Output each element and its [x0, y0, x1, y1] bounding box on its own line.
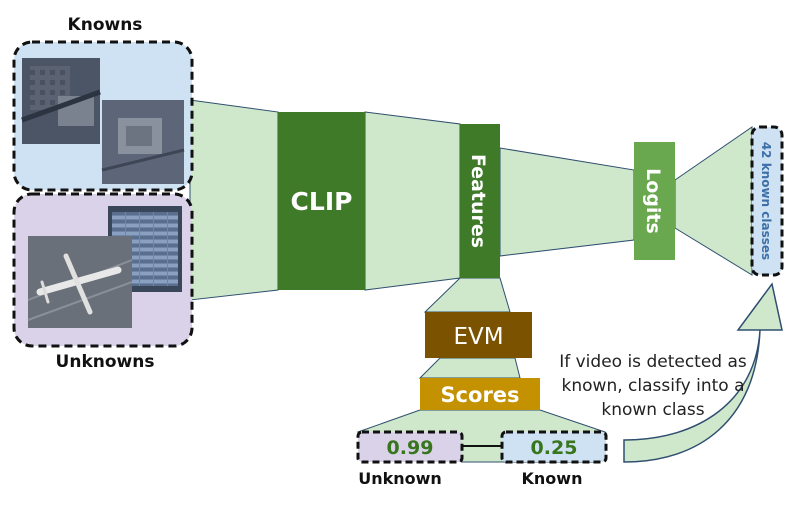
logits-block [634, 142, 675, 260]
funnel-input-to-clip [189, 99, 279, 301]
clip-block [278, 112, 365, 290]
unknown-score-label: Unknown [358, 469, 442, 488]
unknown-score-box [356, 430, 464, 464]
classes-box [750, 125, 784, 277]
funnel-features-to-evm [423, 277, 511, 313]
unknown-score-value: 0.99 [387, 437, 434, 459]
known-score-label: Known [522, 469, 583, 488]
features-block [460, 124, 500, 278]
knowns-label: Knowns [68, 15, 143, 35]
unknown-aerial-image-airplane [27, 236, 133, 328]
funnel-features-to-logits [499, 147, 635, 257]
known-score-value: 0.25 [531, 437, 578, 459]
classes-label: 42 known classes [759, 142, 773, 260]
scores-label: Scores [440, 383, 519, 407]
known-score-box [500, 430, 608, 464]
note-line-1: If video is detected as [559, 352, 747, 372]
note-line-2: known, classify into a [562, 376, 745, 396]
note-line-3: known class [601, 400, 704, 420]
funnel-evm-to-scores [418, 357, 521, 379]
classify-arrow [623, 282, 783, 463]
evm-block [425, 312, 532, 358]
evm-label: EVM [453, 324, 503, 350]
features-label: Features [467, 154, 489, 248]
clip-label: CLIP [291, 187, 353, 216]
known-aerial-image-2 [101, 100, 185, 184]
scores-block [420, 378, 540, 410]
funnel-logits-to-classes [674, 126, 753, 276]
funnel-clip-to-features [364, 111, 461, 291]
logits-label: Logits [642, 168, 664, 234]
unknowns-label: Unknowns [56, 352, 155, 372]
known-aerial-image-1 [21, 58, 101, 144]
